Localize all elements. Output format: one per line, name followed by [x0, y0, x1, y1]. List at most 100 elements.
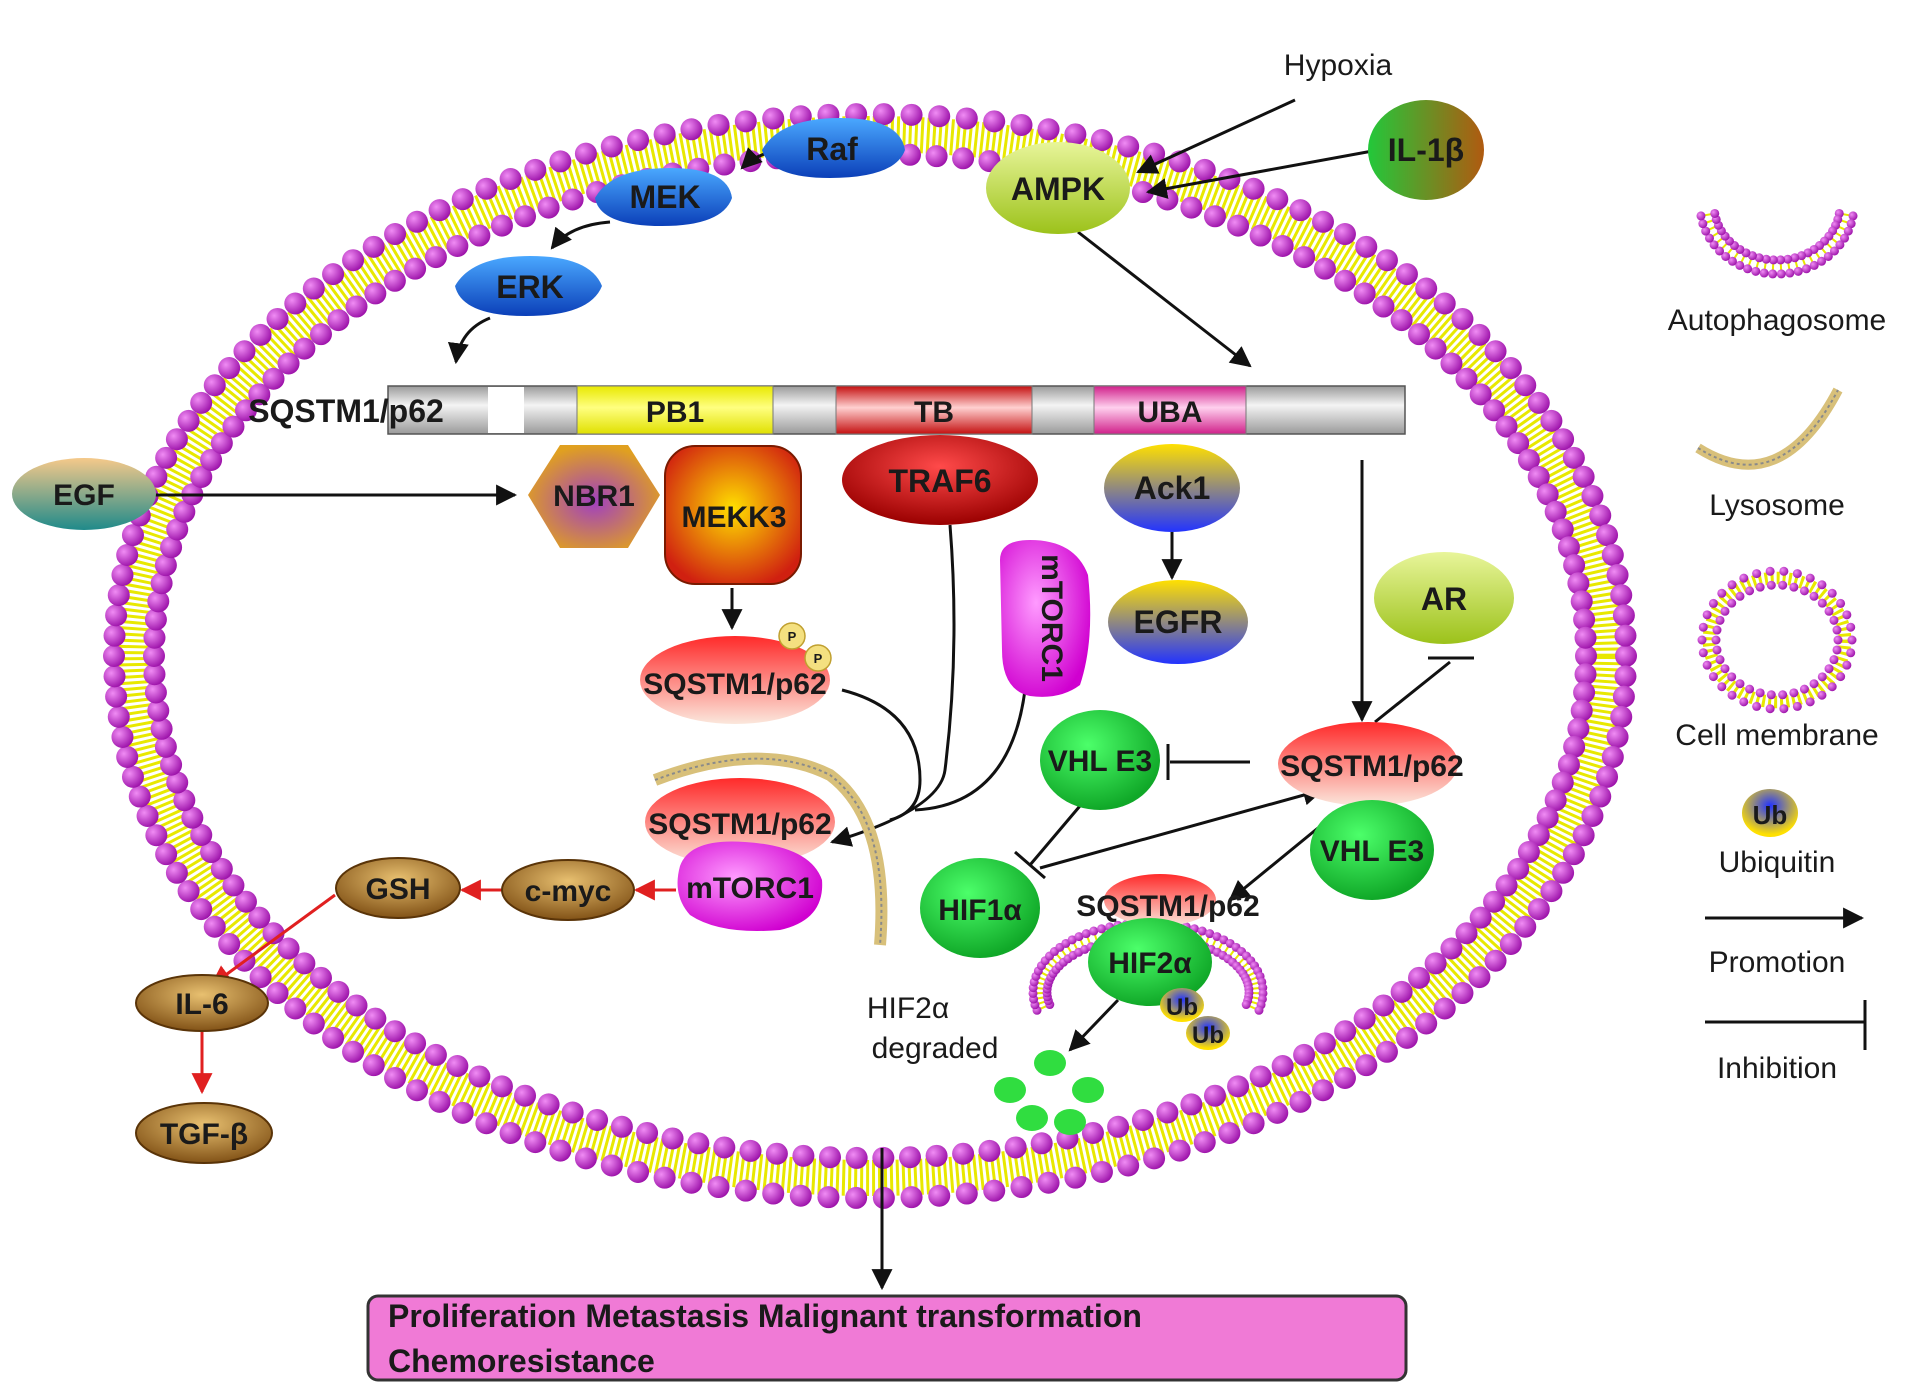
svg-text:IL-1β: IL-1β [1388, 132, 1464, 168]
outcomes-line-2: Chemoresistance [388, 1343, 655, 1379]
svg-text:P: P [788, 629, 797, 644]
p62-bar-label: SQSTM1/p62 [248, 393, 444, 429]
p62-phospho-complex: SQSTM1/p62 P P [640, 622, 832, 724]
p62-domain-bar: SQSTM1/p62 PB1 TB UBA [248, 385, 1406, 435]
hypoxia-label: Hypoxia [1284, 49, 1393, 82]
svg-text:IL-6: IL-6 [175, 988, 228, 1021]
legend-cell-membrane-symbol [1697, 566, 1857, 714]
legend-autophagosome-symbol [1696, 208, 1858, 279]
svg-text:SQSTM1/p62: SQSTM1/p62 [648, 808, 831, 841]
hif1a-node: HIF1α [920, 858, 1040, 958]
arrow-ampk-p62 [1077, 230, 1252, 368]
svg-text:HIF2α: HIF2α [1108, 947, 1192, 980]
uba-domain [1093, 385, 1247, 435]
arrow-il1b-ampk [1145, 148, 1379, 199]
legend-lysosome-symbol [1695, 387, 1843, 470]
pb1-domain [576, 385, 774, 435]
ub-mark-1 [1160, 988, 1204, 1022]
tb-domain [835, 385, 1033, 435]
hif2a-node [1088, 918, 1212, 1006]
hif2a-degraded: HIF2α degraded [867, 992, 1104, 1135]
raf-node: Raf [762, 118, 905, 178]
curve-mtorc1-vertical-to-complex [914, 689, 1027, 812]
svg-text:P: P [814, 651, 823, 666]
arrow-hif1a-p62 [1039, 784, 1325, 870]
svg-text:Ub: Ub [1166, 994, 1198, 1021]
legend-ubiquitin-label: Ubiquitin [1719, 846, 1836, 879]
svg-text:Ub: Ub [1753, 800, 1788, 830]
erk-node: ERK [455, 256, 602, 316]
arrow-gsh-il6 [210, 893, 336, 987]
svg-text:HIF1α: HIF1α [938, 894, 1022, 927]
mek-node: MEK [595, 168, 732, 226]
autophagosome-complex: SQSTM1/p62 HIF2α Ub Ub [1028, 874, 1268, 1050]
svg-text:TRAF6: TRAF6 [888, 463, 991, 499]
svg-text:NBR1: NBR1 [553, 480, 635, 513]
svg-text:Ack1: Ack1 [1134, 470, 1211, 506]
svg-text:VHL E3: VHL E3 [1048, 745, 1153, 778]
inhibit-p62-ar [1374, 660, 1451, 724]
svg-text:mTORC1: mTORC1 [686, 872, 814, 905]
svg-text:mTORC1: mTORC1 [1035, 554, 1068, 682]
svg-text:AR: AR [1421, 581, 1467, 617]
gsh-node: GSH [335, 857, 461, 919]
svg-text:MEKK3: MEKK3 [681, 501, 786, 534]
svg-text:GSH: GSH [365, 873, 430, 906]
arrow-erk-p62 [447, 316, 491, 365]
downstream-arrows [191, 879, 676, 1095]
arrow-mek-erk [550, 220, 611, 250]
phosphate-mark-1 [778, 622, 806, 650]
ampk-node: AMPK [986, 142, 1130, 234]
il1b-node: IL-1β [1368, 100, 1484, 200]
inhibit-bar-hif1a [1014, 850, 1046, 880]
cmyc-node: c-myc [501, 859, 635, 921]
svg-text:degraded: degraded [872, 1032, 999, 1065]
inhibit-vhl-hif1a [1028, 799, 1087, 866]
svg-text:VHL E3: VHL E3 [1320, 835, 1425, 868]
svg-text:ERK: ERK [496, 269, 564, 305]
svg-text:SQSTM1/p62: SQSTM1/p62 [1076, 890, 1259, 923]
svg-text:MEK: MEK [629, 179, 700, 215]
outcomes-box: Proliferation Metastasis Malignant trans… [366, 1294, 1408, 1382]
svg-text:SQSTM1/p62: SQSTM1/p62 [643, 668, 826, 701]
legend-promotion-label: Promotion [1709, 946, 1846, 979]
lysosome-complex: SQSTM1/p62 mTORC1 [645, 752, 888, 946]
svg-text:Hypoxia: Hypoxia [1284, 49, 1393, 82]
egfr-node: EGFR [1108, 580, 1248, 664]
vhl-e3-bottom-node: VHL E3 [1310, 800, 1434, 900]
uba-label: UBA [1138, 396, 1203, 429]
svg-text:EGF: EGF [53, 479, 115, 512]
cell-membrane-bilayer [103, 103, 1637, 1209]
outcomes-line-1: Proliferation Metastasis Malignant trans… [388, 1298, 1142, 1334]
il6-node: IL-6 [135, 974, 269, 1032]
arrow-hypoxia-ampk [1136, 98, 1296, 174]
tgfb-node: TGF-β [135, 1102, 273, 1164]
p62-right-node: SQSTM1/p62 [1278, 722, 1464, 806]
svg-text:AMPK: AMPK [1011, 171, 1105, 207]
egf-node: EGF [12, 458, 156, 530]
ub-mark-2 [1186, 1016, 1230, 1050]
legend: Autophagosome Lysosome Cell membrane Ub … [1668, 208, 1887, 1085]
mtorc1-vertical-node: mTORC1 [1000, 540, 1091, 697]
arrow-vhl-autophagosome [1228, 826, 1319, 902]
svg-text:EGFR: EGFR [1134, 604, 1223, 640]
legend-autophagosome-label: Autophagosome [1668, 304, 1887, 337]
mtorc1-node [677, 841, 823, 931]
hif2a-fragments [994, 1050, 1104, 1135]
tb-label: TB [914, 396, 954, 429]
ack1-node: Ack1 [1104, 444, 1240, 532]
svg-text:c-myc: c-myc [525, 875, 612, 908]
arrow-degradation [1068, 998, 1120, 1052]
svg-text:Raf: Raf [806, 131, 858, 167]
nbr1-node: NBR1 [528, 445, 660, 548]
svg-text:Ub: Ub [1192, 1022, 1224, 1049]
ar-node: AR [1374, 552, 1514, 644]
legend-cell-membrane-label: Cell membrane [1675, 719, 1878, 752]
mekk3-node: MEKK3 [664, 445, 802, 585]
legend-lysosome-label: Lysosome [1709, 489, 1845, 522]
svg-text:HIF2α: HIF2α [867, 992, 949, 1025]
legend-inhibition-label: Inhibition [1717, 1052, 1837, 1085]
pb1-label: PB1 [646, 396, 704, 429]
svg-text:TGF-β: TGF-β [160, 1118, 248, 1151]
